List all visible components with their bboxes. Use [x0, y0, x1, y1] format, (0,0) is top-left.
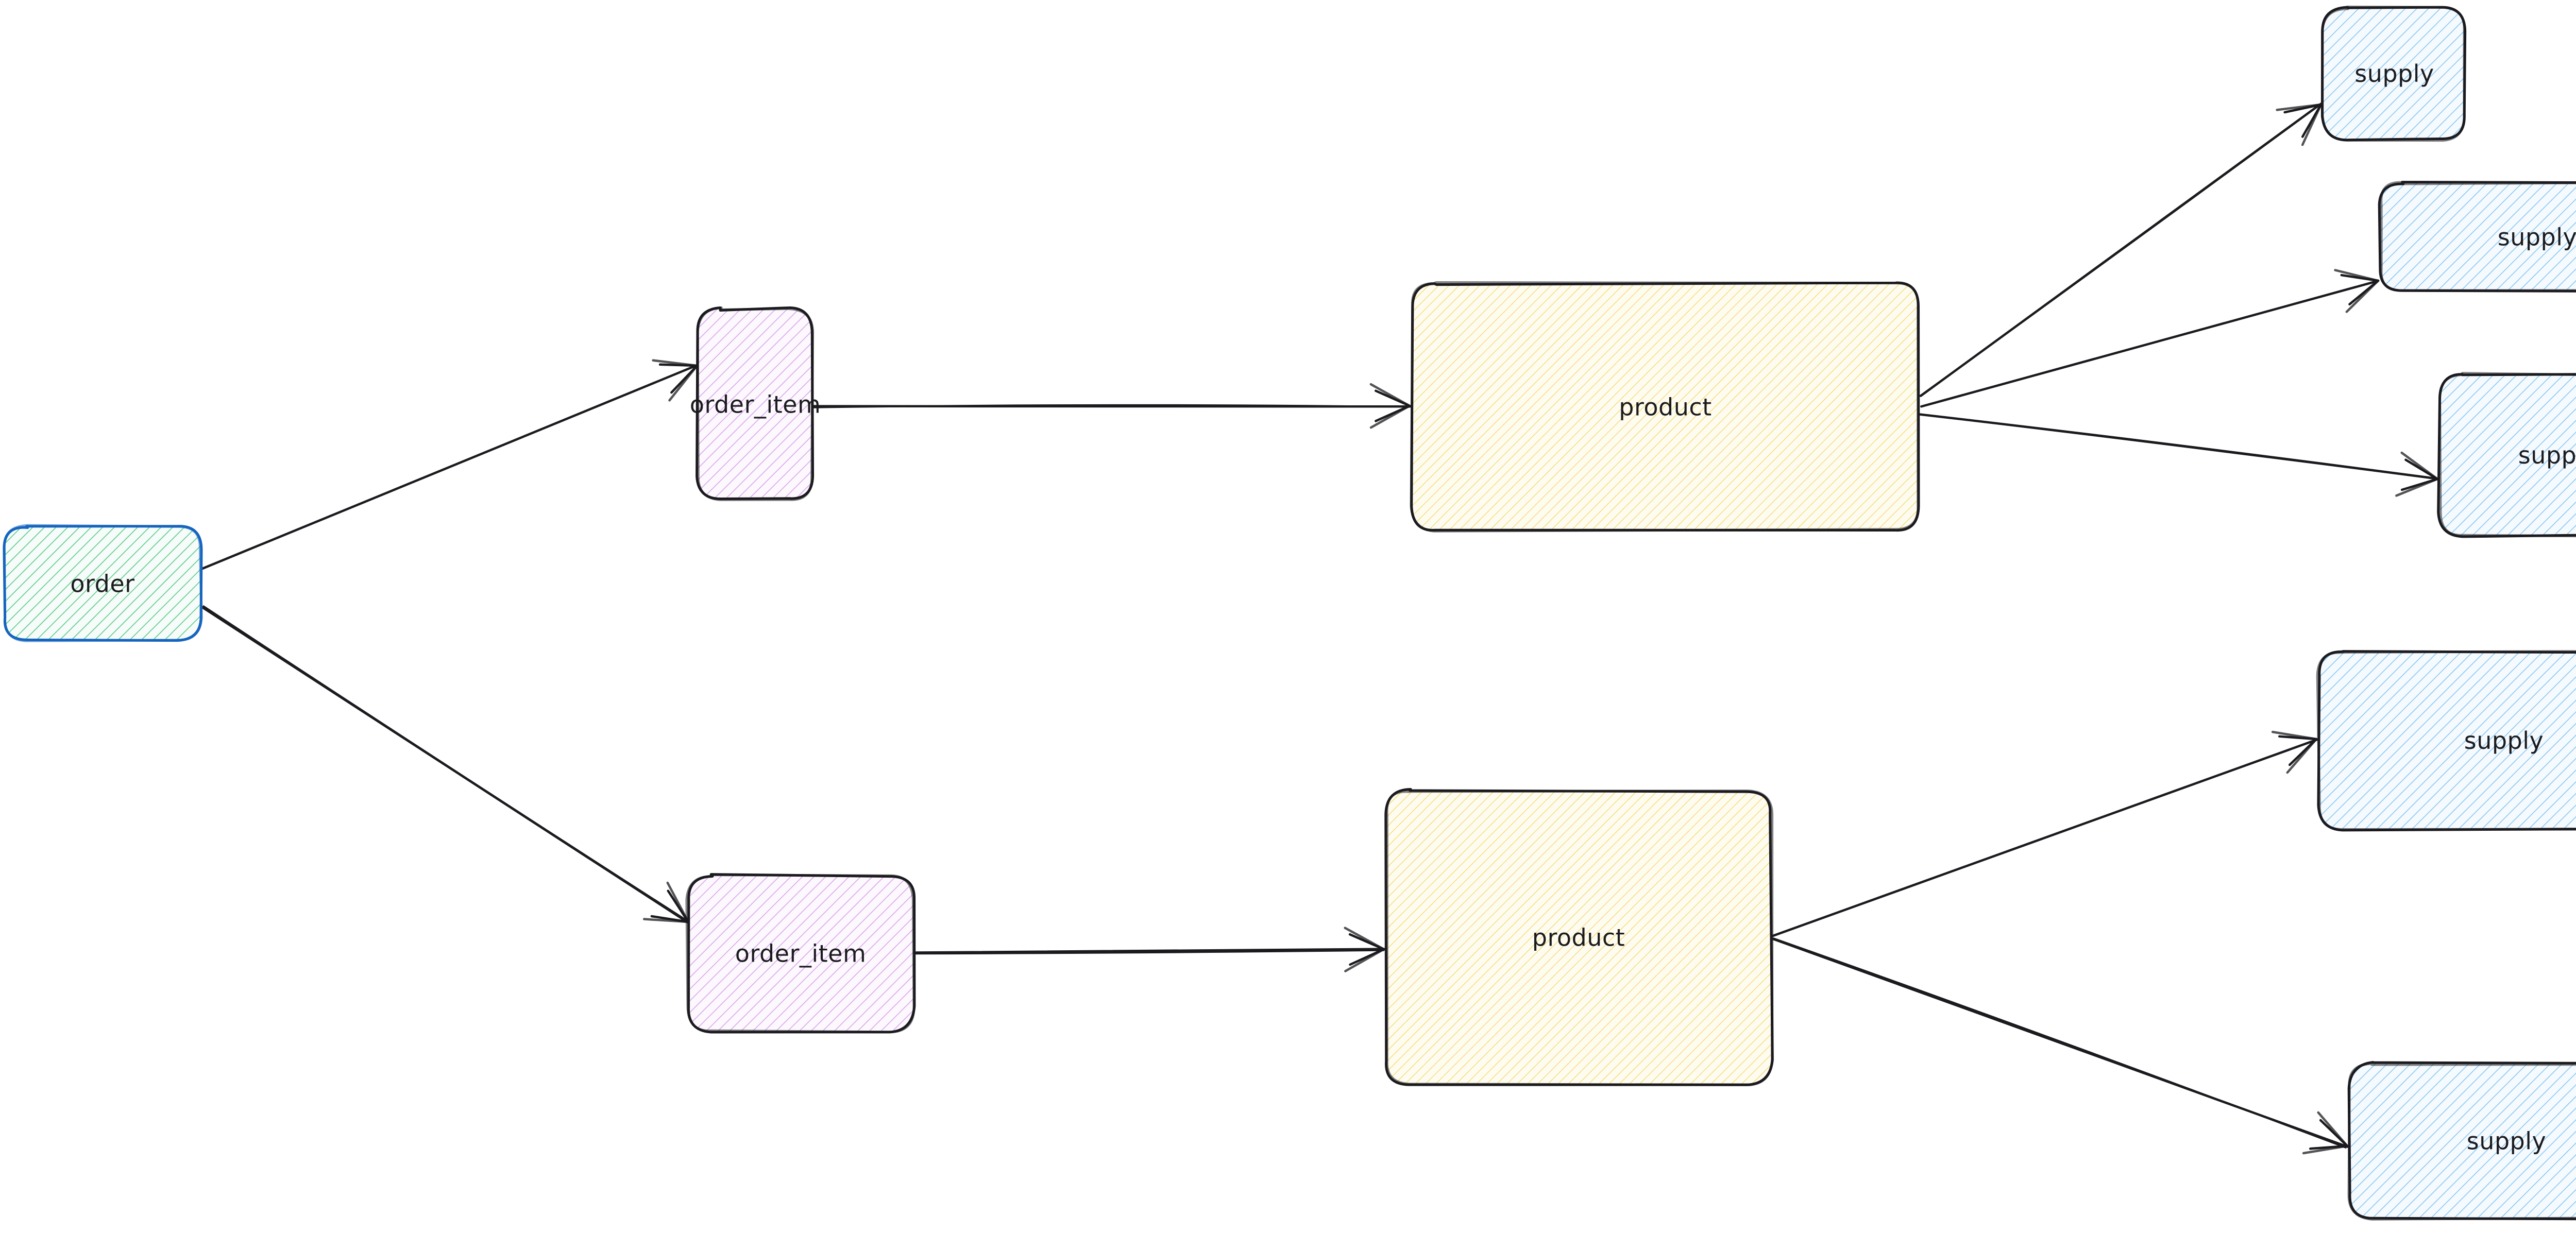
edge-order-to-order_item_2[interactable] — [200, 605, 690, 924]
arrow-head-icon — [2400, 451, 2439, 481]
node-label-supply_2: supply — [2498, 224, 2576, 251]
node-label-supply_4: supply — [2464, 727, 2544, 755]
node-hatch-fill — [687, 875, 914, 1032]
nodes-layer: orderorder_itemorder_itemproductproducts… — [3, 5, 2576, 1221]
edge-line — [1771, 739, 2318, 937]
node-hatch-fill — [2380, 182, 2576, 291]
arrow-head-icon — [2345, 279, 2380, 313]
arrow-head-icon — [1369, 404, 1411, 429]
edge-product_2-to-supply_4[interactable] — [1771, 730, 2318, 937]
arrow-head-icon — [2302, 1144, 2349, 1155]
node-supply_2[interactable]: supply — [2378, 181, 2576, 293]
node-label-supply_3: supply — [2518, 441, 2576, 469]
node-supply_4[interactable]: supply — [2316, 650, 2576, 832]
node-label-order_item_2: order_item — [735, 940, 867, 968]
node-outline — [2438, 372, 2576, 538]
edge-line — [200, 364, 699, 571]
node-supply_5[interactable]: supply — [2347, 1060, 2576, 1221]
node-hatch-fill — [2318, 651, 2576, 830]
node-hatch-fill — [2349, 1063, 2576, 1219]
arrow-head-icon — [668, 364, 699, 402]
arrow-head-icon — [2301, 103, 2323, 146]
arrow-head-icon — [652, 359, 699, 367]
node-outline — [2321, 5, 2466, 142]
node-outline — [696, 306, 815, 501]
edge-product_1-to-supply_3[interactable] — [1919, 413, 2439, 497]
node-product_1[interactable]: product — [1410, 281, 1920, 533]
node-hatch-fill — [2439, 374, 2576, 536]
node-outline — [1385, 789, 1774, 1086]
node-label-supply_1: supply — [2354, 60, 2434, 88]
edge-line — [810, 404, 1410, 408]
node-outline — [2380, 181, 2576, 292]
edge-order_item_2-to-product_2[interactable] — [913, 927, 1385, 972]
edge-line — [1919, 413, 2438, 480]
node-order[interactable]: order — [3, 524, 203, 642]
node-hatch-fill — [697, 309, 813, 500]
edges-layer — [200, 102, 2439, 1155]
arrow-head-icon — [642, 918, 690, 923]
node-hatch-fill — [4, 526, 202, 641]
arrow-head-icon — [666, 881, 690, 923]
node-outline — [685, 874, 916, 1034]
node-supply_1[interactable]: supply — [2320, 5, 2467, 142]
arrow-head-icon — [1369, 383, 1411, 407]
node-outline — [1410, 281, 1920, 533]
arrow-head-icon — [2271, 730, 2318, 741]
node-label-product_2: product — [1532, 924, 1625, 952]
edge-order-to-order_item_1[interactable] — [200, 359, 699, 571]
arrow-head-icon — [2286, 738, 2318, 774]
node-hatch-fill — [2323, 8, 2465, 140]
arrow-head-icon — [2395, 477, 2439, 497]
node-label-supply_5: supply — [2467, 1127, 2547, 1155]
node-order_item_1[interactable]: order_item — [690, 306, 821, 501]
arrow-head-icon — [1344, 948, 1385, 972]
node-product_2[interactable]: product — [1384, 787, 1774, 1086]
arrow-head-icon — [1344, 927, 1385, 951]
node-order_item_2[interactable]: order_item — [685, 873, 916, 1034]
node-outline — [3, 524, 203, 642]
node-hatch-fill — [1411, 282, 1919, 531]
edge-order_item_1-to-product_1[interactable] — [810, 383, 1411, 429]
edge-line — [1920, 102, 2323, 397]
edge-line — [1773, 937, 2347, 1149]
node-supply_3[interactable]: supply — [2437, 372, 2576, 538]
node-outline — [2316, 650, 2576, 831]
node-outline — [2347, 1062, 2576, 1221]
node-label-order: order — [70, 570, 134, 598]
arrow-head-icon — [2317, 1111, 2349, 1148]
edge-line — [913, 948, 1385, 953]
edge-line — [914, 949, 1385, 955]
edge-line — [202, 605, 688, 922]
edge-product_1-to-supply_2[interactable] — [1920, 269, 2380, 408]
node-label-order_item_1: order_item — [690, 391, 821, 419]
arrow-head-icon — [2334, 269, 2380, 282]
arrow-head-icon — [2276, 103, 2323, 111]
node-label-product_1: product — [1619, 393, 1711, 421]
edge-product_2-to-supply_5[interactable] — [1771, 937, 2349, 1155]
node-hatch-fill — [1386, 790, 1771, 1085]
edge-line — [1920, 280, 2379, 408]
edge-product_1-to-supply_1[interactable] — [1919, 102, 2323, 397]
